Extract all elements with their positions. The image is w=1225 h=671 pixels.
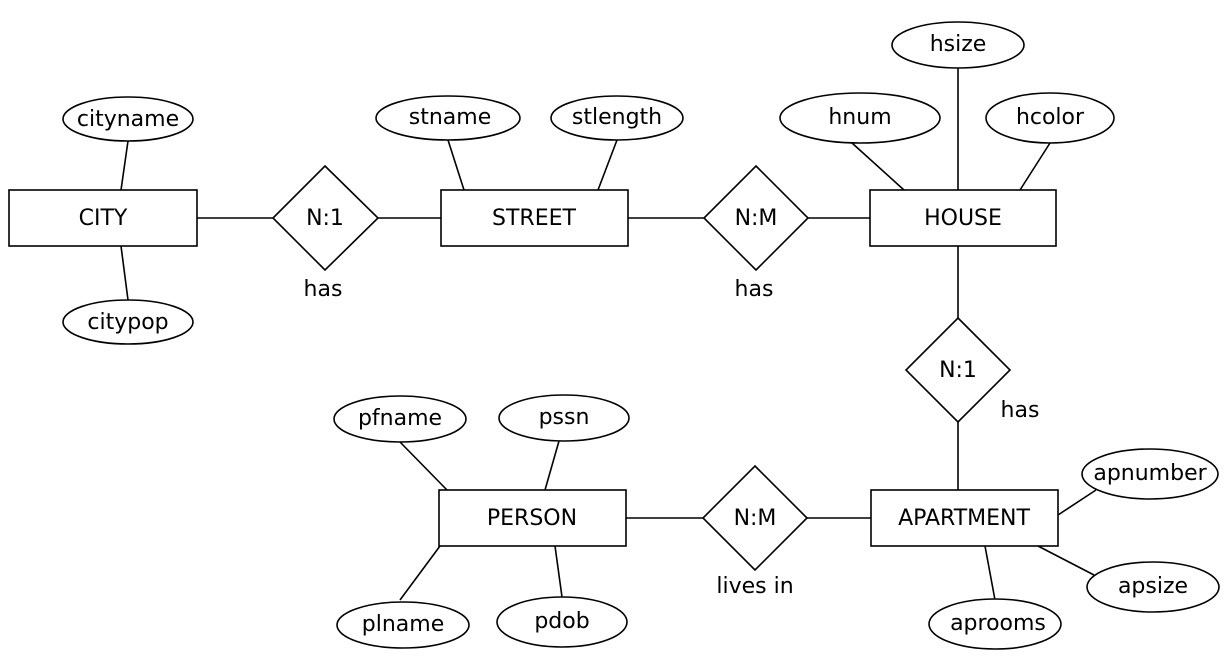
attribute-citypop-label: citypop: [87, 310, 168, 335]
attribute-pdob: pdob: [496, 596, 628, 648]
attribute-plname-label: plname: [362, 612, 444, 637]
entity-person: PERSON: [438, 489, 627, 547]
attribute-citypop: citypop: [62, 299, 194, 345]
relationship-city-street-name: has: [304, 277, 343, 302]
attribute-pfname: pfname: [333, 395, 467, 443]
attribute-stname-label: stname: [409, 105, 491, 130]
edge-apartment-aprooms: [984, 545, 996, 601]
attribute-pdob-label: pdob: [534, 609, 589, 634]
relationship-house-apartment-cardinality: N:1: [939, 358, 977, 383]
entity-city-label: CITY: [79, 206, 128, 231]
attribute-hcolor-label: hcolor: [1016, 105, 1085, 130]
attribute-pfname-label: pfname: [358, 406, 442, 431]
edge-house-hcolor: [1019, 142, 1051, 191]
entity-city: CITY: [8, 189, 198, 247]
entity-apartment-label: APARTMENT: [898, 506, 1030, 531]
attribute-pssn: pssn: [498, 394, 630, 442]
attribute-stname: stname: [375, 95, 521, 141]
attribute-aprooms-label: aprooms: [950, 611, 1046, 636]
attribute-apnumber: apnumber: [1081, 448, 1219, 500]
relationship-street-house-name: has: [735, 277, 774, 302]
relationship-street-house: N:M has: [702, 164, 810, 302]
attribute-hsize: hsize: [891, 21, 1025, 69]
attribute-stlength-label: stlength: [572, 105, 662, 130]
attribute-hcolor: hcolor: [985, 92, 1115, 144]
attribute-plname: plname: [336, 601, 470, 649]
edge-apartment-apsize: [1037, 545, 1095, 576]
attribute-stlength: stlength: [550, 95, 684, 141]
attribute-apsize: apsize: [1086, 561, 1220, 613]
edge-city-cityname: [120, 140, 129, 191]
entity-street-label: STREET: [492, 206, 576, 231]
edge-street-stlength: [597, 139, 618, 191]
connector-lines: [120, 68, 1097, 601]
entity-house: HOUSE: [869, 189, 1057, 247]
entity-apartment: APARTMENT: [870, 489, 1059, 547]
edge-person-pdob: [554, 545, 563, 598]
edge-street-stname: [447, 139, 465, 191]
attribute-pssn-label: pssn: [539, 405, 590, 430]
attribute-hsize-label: hsize: [930, 32, 987, 57]
edge-person-pfname: [399, 441, 448, 491]
edge-city-citypop: [120, 245, 129, 301]
entity-house-label: HOUSE: [924, 206, 1002, 231]
entity-person-label: PERSON: [487, 506, 577, 531]
edge-house-hnum: [851, 142, 905, 191]
attribute-cityname-label: cityname: [77, 107, 179, 132]
relationship-person-apartment: N:M lives in: [701, 464, 809, 599]
relationship-house-apartment: N:1 has: [904, 316, 1040, 424]
attribute-aprooms: aprooms: [928, 598, 1062, 650]
relationship-house-apartment-name: has: [1001, 398, 1040, 423]
relationship-street-house-cardinality: N:M: [735, 206, 778, 231]
edge-apartment-apnumber: [1057, 489, 1097, 516]
attribute-apnumber-label: apnumber: [1093, 461, 1207, 486]
attribute-cityname: cityname: [62, 96, 194, 142]
attribute-hnum: hnum: [779, 92, 941, 144]
attribute-apsize-label: apsize: [1118, 574, 1188, 599]
edge-person-plname: [399, 545, 441, 601]
relationship-city-street-cardinality: N:1: [306, 206, 344, 231]
entity-street: STREET: [440, 189, 629, 247]
relationship-city-street: N:1 has: [271, 164, 380, 302]
attribute-hnum-label: hnum: [828, 105, 891, 130]
relationship-person-apartment-name: lives in: [716, 574, 793, 599]
edge-person-pssn: [544, 440, 560, 491]
relationship-person-apartment-cardinality: N:M: [734, 506, 777, 531]
